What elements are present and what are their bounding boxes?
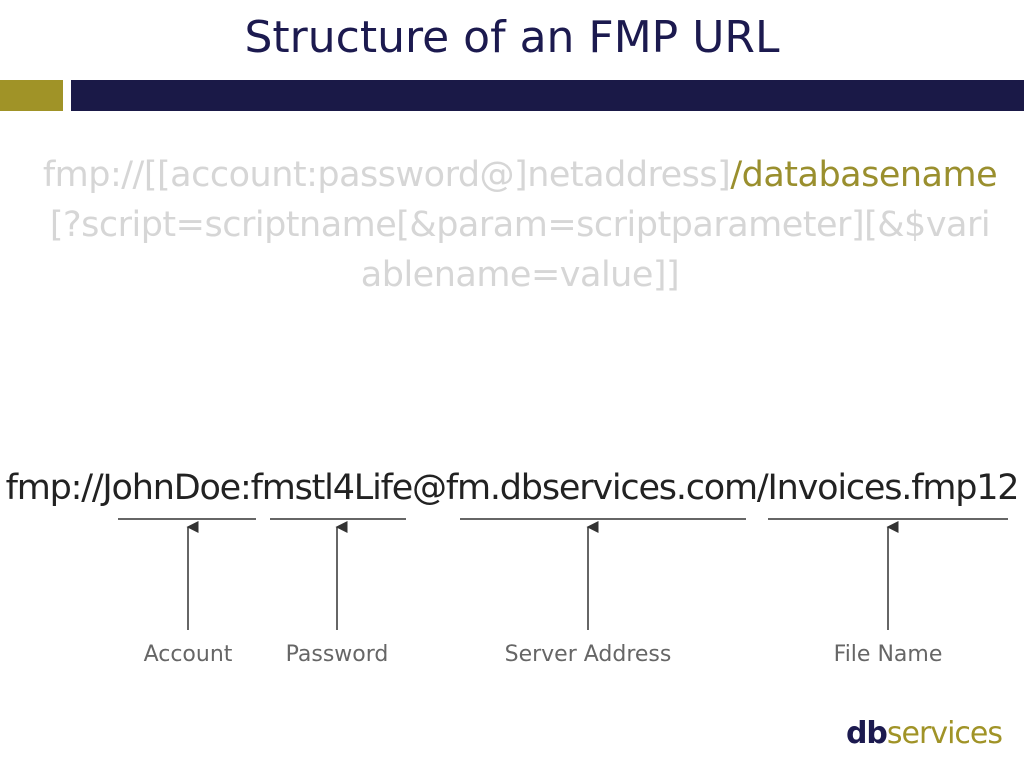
dbservices-logo: dbservices [845,716,1003,751]
syntax-databasename: /databasename [730,155,998,195]
account-label: Account [143,642,233,667]
slide-title: Structure of an FMP URL [244,12,780,63]
file-name-label: File Name [833,642,943,667]
title-bar-navy [71,80,1024,111]
logo-db: db [845,716,888,751]
example-url: fmp://JohnDoe:fmstl4Life@fm.dbservices.c… [5,468,1020,508]
syntax-prefix: fmp://[[account:password@]netaddress] [42,155,731,195]
title-bar-gold [0,80,63,111]
server-address-label: Server Address [504,642,672,667]
syntax-suffix: [?script=scriptname[&param=scriptparamet… [49,205,991,295]
url-syntax: fmp://[[account:password@]netaddress]/da… [40,150,1000,300]
password-label: Password [285,642,389,667]
logo-services: services [886,716,1003,751]
